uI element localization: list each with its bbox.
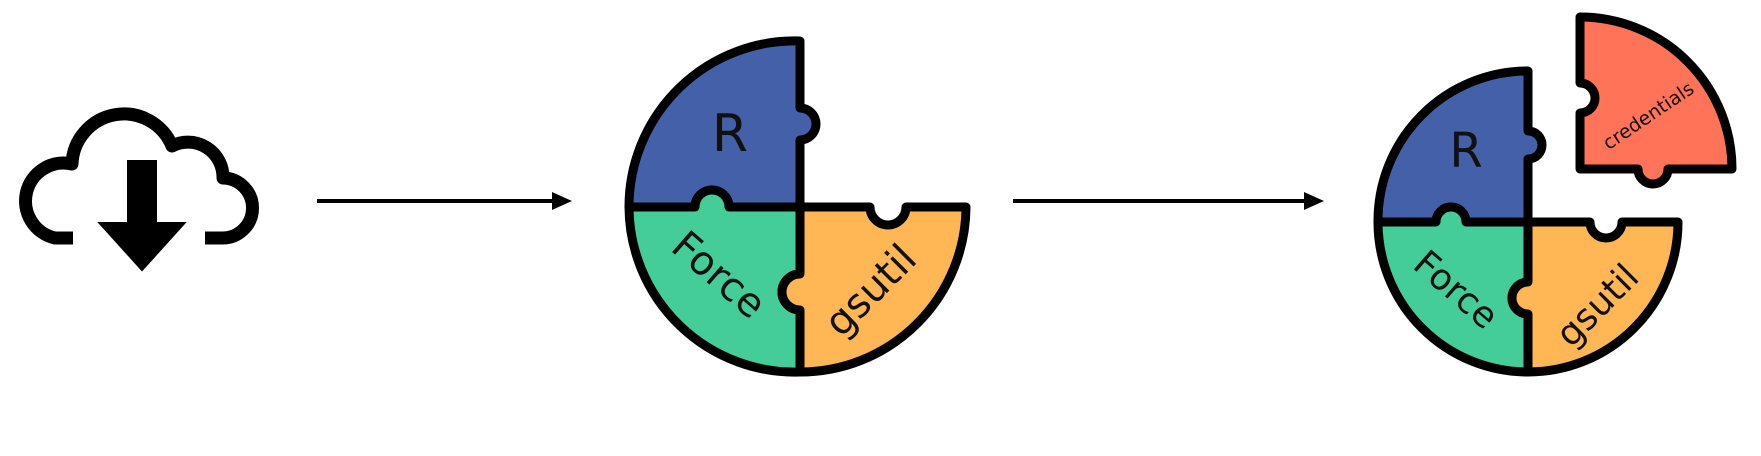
gsutil-piece [1507,217,1683,377]
puzzle-circle-icon: R Force gsutil credentials [1373,12,1737,377]
download-arrow [74,150,210,287]
r-label: R [1449,123,1482,179]
cloud-download-icon [19,107,259,287]
arrow-right-icon [1013,192,1324,210]
r-label: R [712,104,748,164]
puzzle-circle-icon: R Force gsutil [624,36,971,377]
gsutil-piece [777,202,971,377]
arrow-right-icon [317,192,572,210]
credentials-piece [1575,12,1737,189]
